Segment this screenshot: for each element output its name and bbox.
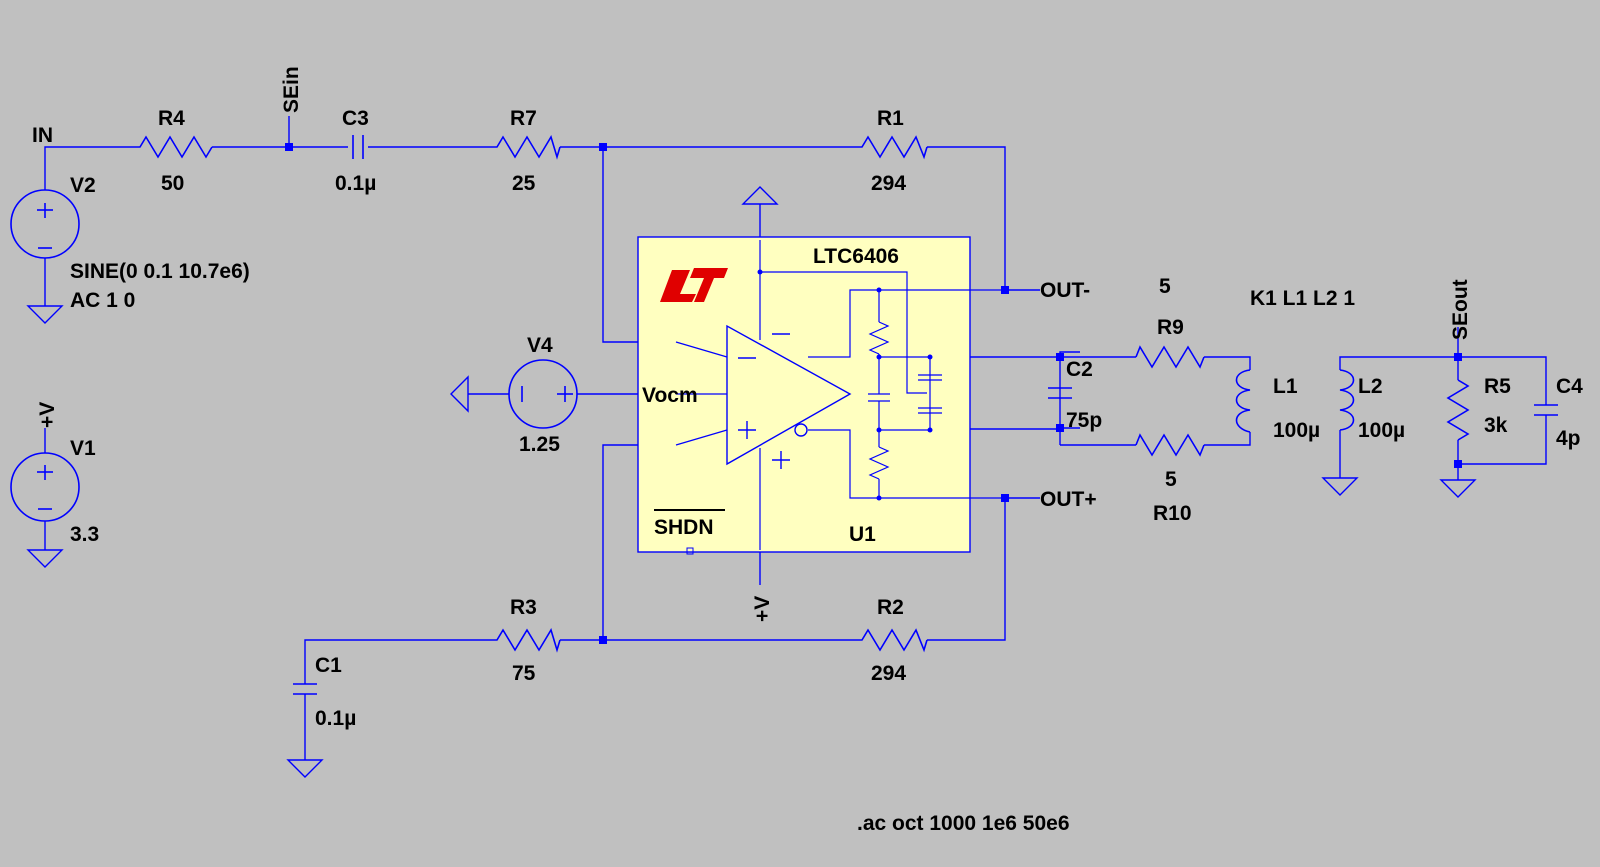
r5-value: 3k bbox=[1484, 414, 1508, 437]
c1-value: 0.1µ bbox=[315, 707, 356, 730]
v1-value: 3.3 bbox=[70, 523, 99, 546]
u1-name: U1 bbox=[849, 523, 876, 546]
r1-name: R1 bbox=[877, 107, 904, 130]
vcc-arrow-ic bbox=[741, 186, 779, 205]
u1-part: LTC6406 bbox=[813, 245, 899, 268]
net-label-out-pos: OUT+ bbox=[1040, 488, 1097, 511]
capacitor-c2[interactable] bbox=[1048, 387, 1072, 399]
lt-logo-icon bbox=[660, 268, 728, 302]
l2-name: L2 bbox=[1358, 375, 1383, 398]
v1-name: V1 bbox=[70, 437, 96, 460]
ground-v2 bbox=[26, 305, 64, 324]
resistor-r3[interactable] bbox=[485, 628, 561, 653]
resistor-r5[interactable] bbox=[1446, 379, 1470, 441]
c4-name: C4 bbox=[1556, 375, 1583, 398]
ic-u1[interactable] bbox=[637, 236, 1001, 555]
resistor-r10[interactable] bbox=[1135, 433, 1205, 457]
resistor-r2[interactable] bbox=[860, 628, 928, 653]
resistor-r7[interactable] bbox=[485, 135, 561, 160]
ground-l2 bbox=[1321, 477, 1359, 496]
voltage-source-v4[interactable] bbox=[508, 359, 578, 429]
pin-label-shdn: SHDN bbox=[654, 516, 714, 539]
r1-value: 294 bbox=[871, 172, 906, 195]
l2-value: 100µ bbox=[1358, 419, 1405, 442]
ground-v1 bbox=[26, 549, 64, 568]
v2-ac: AC 1 0 bbox=[70, 289, 135, 312]
inductor-l1[interactable] bbox=[1235, 369, 1251, 433]
c1-name: C1 bbox=[315, 654, 342, 677]
r7-name: R7 bbox=[510, 107, 537, 130]
r10-value: 5 bbox=[1165, 468, 1177, 491]
v2-name: V2 bbox=[70, 174, 96, 197]
c2-value: 75p bbox=[1066, 409, 1102, 432]
c3-name: C3 bbox=[342, 107, 369, 130]
capacitor-c1[interactable] bbox=[293, 679, 317, 700]
l1-value: 100µ bbox=[1273, 419, 1320, 442]
net-label-v1-vcc: +V bbox=[36, 402, 59, 428]
v4-name: V4 bbox=[527, 334, 553, 357]
labels: IN SEin SEout OUT- OUT+ +V +V Vocm SHDN … bbox=[32, 66, 1583, 835]
r3-name: R3 bbox=[510, 596, 537, 619]
r4-name: R4 bbox=[158, 107, 185, 130]
ground-r5 bbox=[1439, 479, 1477, 498]
inductor-l2[interactable] bbox=[1339, 369, 1355, 431]
capacitor-c4[interactable] bbox=[1534, 400, 1558, 423]
net-label-out-neg: OUT- bbox=[1040, 279, 1090, 302]
r4-value: 50 bbox=[161, 172, 184, 195]
r2-value: 294 bbox=[871, 662, 906, 685]
r9-value: 5 bbox=[1159, 275, 1171, 298]
resistor-r1[interactable] bbox=[860, 135, 928, 160]
junctions bbox=[285, 143, 1462, 644]
voltage-source-v2[interactable] bbox=[10, 173, 80, 259]
r9-name: R9 bbox=[1157, 316, 1184, 339]
net-label-in: IN bbox=[32, 124, 53, 147]
r10-name: R10 bbox=[1153, 502, 1192, 525]
net-label-sein: SEin bbox=[280, 66, 303, 113]
r5-name: R5 bbox=[1484, 375, 1511, 398]
c4-value: 4p bbox=[1556, 427, 1581, 450]
net-label-seout: SEout bbox=[1449, 279, 1472, 340]
r7-value: 25 bbox=[512, 172, 536, 195]
net-label-ic-vcc: +V bbox=[751, 596, 774, 622]
ground-v4 bbox=[450, 375, 469, 413]
v2-value: SINE(0 0.1 10.7e6) bbox=[70, 260, 250, 283]
resistor-r9[interactable] bbox=[1135, 345, 1205, 369]
directive-analysis: .ac oct 1000 1e6 50e6 bbox=[857, 812, 1070, 835]
l1-name: L1 bbox=[1273, 375, 1298, 398]
c3-value: 0.1µ bbox=[335, 172, 376, 195]
capacitor-c3[interactable] bbox=[352, 135, 364, 159]
r2-name: R2 bbox=[877, 596, 904, 619]
wires bbox=[44, 116, 1547, 760]
r3-value: 75 bbox=[512, 662, 536, 685]
c2-name: C2 bbox=[1066, 358, 1093, 381]
pin-label-vocm: Vocm bbox=[642, 384, 698, 407]
directive-coupling: K1 L1 L2 1 bbox=[1250, 287, 1355, 310]
voltage-source-v1[interactable] bbox=[10, 452, 80, 522]
ground-c1 bbox=[286, 759, 324, 778]
resistor-r4[interactable] bbox=[128, 135, 213, 159]
v4-value: 1.25 bbox=[519, 433, 560, 456]
